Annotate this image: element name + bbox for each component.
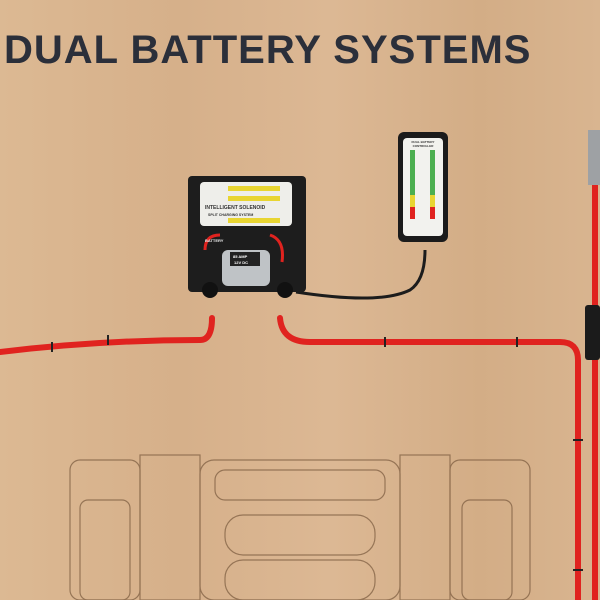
- solenoid-subtitle: SPLIT CHARGING SYSTEM: [208, 213, 254, 217]
- battery-label: BATTERY: [205, 238, 224, 243]
- controller-name: DUAL BATTERY CONTROLLER: [411, 140, 435, 148]
- amp-rating: 85 AMP: [233, 254, 248, 259]
- solenoid-unit: [188, 176, 306, 298]
- controller-leds: [410, 150, 435, 219]
- fuse-holder: [585, 305, 600, 360]
- solenoid-name: INTELLIGENT SOLENOID: [205, 205, 266, 211]
- red-cables: [0, 147, 598, 600]
- page-title: DUAL BATTERY SYSTEMS: [4, 28, 532, 72]
- battery-controller: [398, 132, 448, 242]
- vehicle-outline: [69, 454, 531, 600]
- voltage-label: 12V DC: [234, 260, 249, 265]
- controller-cable: [295, 249, 427, 300]
- anderson-plug: [588, 130, 600, 185]
